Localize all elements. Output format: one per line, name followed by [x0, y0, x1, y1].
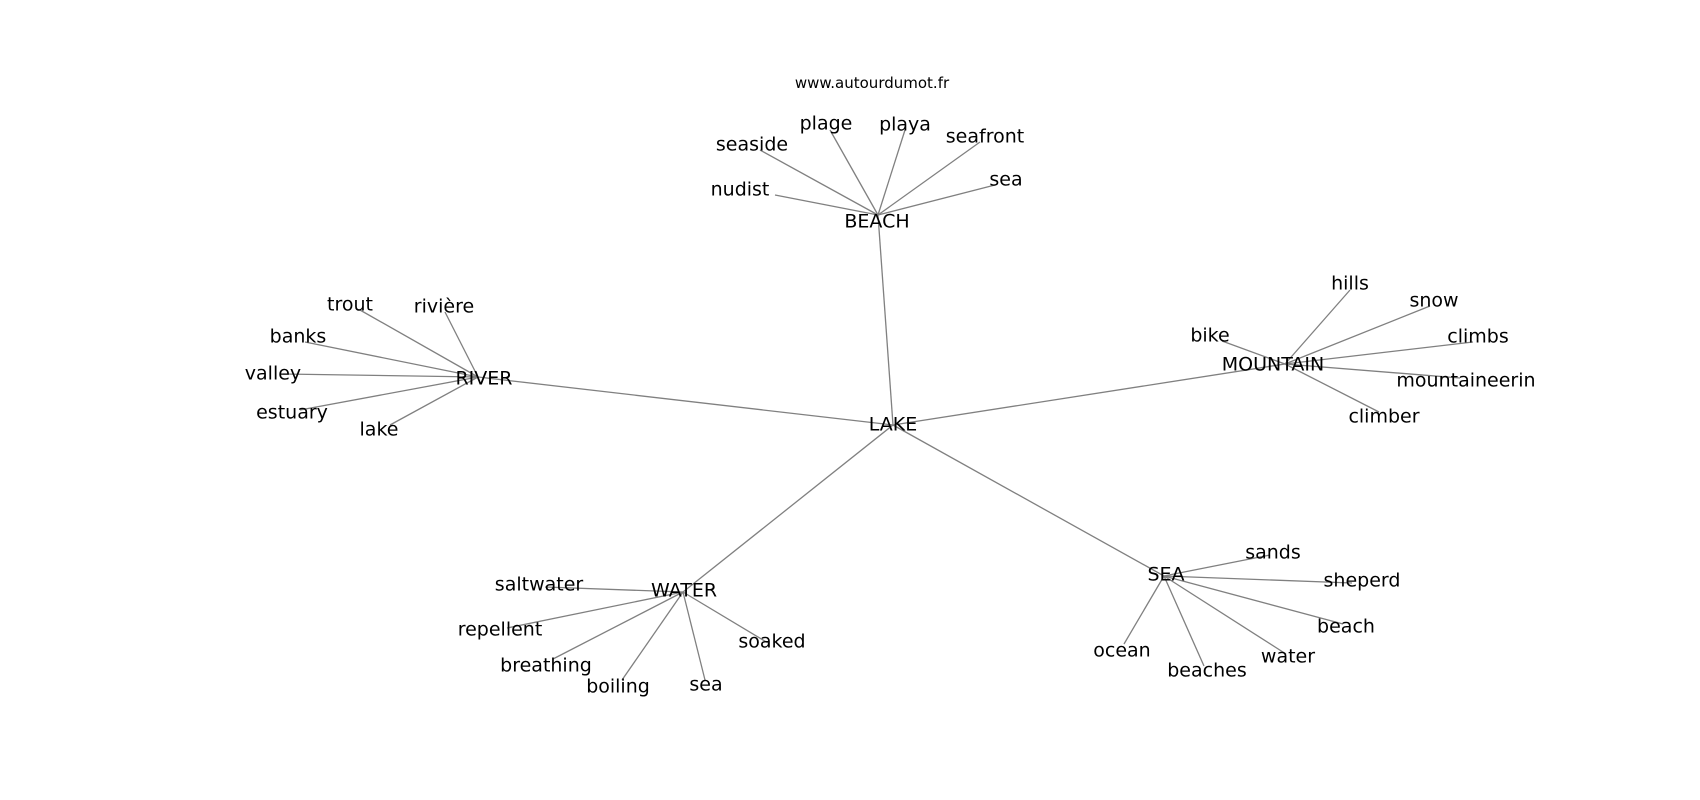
edge-sea-beaches	[1163, 575, 1205, 667]
edge-river-trout	[359, 309, 479, 378]
leaf-node-sea-beaches: beaches	[1167, 660, 1246, 682]
edge-river-estuary	[299, 376, 479, 411]
edge-sea-sands	[1163, 554, 1271, 577]
edge-center-river	[477, 376, 894, 426]
edge-center-mountain	[892, 363, 1286, 426]
edge-sea-water	[1163, 575, 1287, 655]
leaf-node-mountain-hills: hills	[1331, 273, 1369, 295]
leaf-node-mountain-snow: snow	[1409, 290, 1458, 312]
edge-river-banks	[304, 341, 479, 378]
edge-center-beach	[877, 214, 894, 426]
leaf-node-beach-nudist: nudist	[711, 179, 770, 201]
edge-beach-nudist	[774, 194, 879, 216]
node-layer: LAKE BEACH nudist seaside plage playa seafront…	[245, 113, 1536, 698]
edge-river-lake	[389, 376, 479, 426]
leaf-node-beach-playa: playa	[879, 114, 931, 136]
leaf-node-water-boiling: boiling	[586, 676, 650, 698]
leaf-node-sea-beach: beach	[1317, 616, 1375, 638]
leaf-node-river-lake: lake	[360, 419, 399, 441]
leaf-node-water-saltwater: saltwater	[495, 574, 584, 596]
leaf-node-river-estuary: estuary	[256, 402, 328, 424]
edge-river-riviere	[444, 311, 479, 378]
edge-center-water	[682, 424, 894, 593]
leaf-node-mountain-bike: bike	[1190, 325, 1229, 347]
edge-beach-seaside	[759, 149, 879, 216]
leaf-node-sea-sands: sands	[1245, 542, 1301, 564]
leaf-node-river-valley: valley	[245, 363, 301, 385]
leaf-node-beach-seaside: seaside	[716, 134, 788, 156]
edge-beach-seafront	[877, 141, 981, 216]
leaf-node-beach-seafront: seafront	[946, 126, 1024, 148]
edge-river-valley	[282, 373, 479, 378]
edge-mountain-hills	[1284, 289, 1351, 365]
edge-center-sea	[892, 424, 1165, 577]
hub-node-river: RIVER	[455, 368, 512, 390]
leaf-node-beach-sea: sea	[989, 169, 1022, 191]
hub-node-sea: SEA	[1147, 564, 1184, 586]
edge-water-soaked	[682, 591, 769, 644]
edge-layer	[282, 129, 1474, 681]
leaf-node-water-soaked: soaked	[738, 631, 805, 653]
edge-water-breathing	[552, 591, 684, 660]
leaf-node-sea-sheperd: sheperd	[1324, 570, 1401, 592]
leaf-node-water-sea: sea	[689, 674, 722, 696]
edge-beach-plage	[829, 129, 879, 216]
hub-node-beach: BEACH	[844, 211, 909, 233]
edge-water-saltwater	[544, 586, 684, 593]
edge-mountain-snow	[1284, 305, 1431, 365]
leaf-node-sea-ocean: ocean	[1093, 640, 1150, 662]
leaf-node-river-riviere: rivière	[414, 296, 474, 318]
edge-mountain-climber	[1284, 363, 1380, 413]
edge-beach-sea	[877, 184, 996, 216]
edge-water-repellent	[506, 591, 684, 629]
leaf-node-river-trout: trout	[327, 294, 373, 316]
center-node-lake: LAKE	[869, 414, 917, 436]
edge-sea-beach	[1163, 575, 1344, 625]
leaf-node-beach-plage: plage	[800, 113, 853, 135]
leaf-node-river-banks: banks	[270, 326, 327, 348]
source-watermark: www.autourdumot.fr	[795, 74, 950, 92]
edge-sea-ocean	[1123, 575, 1165, 645]
edge-water-sea	[682, 591, 706, 681]
edge-water-boiling	[621, 591, 684, 681]
edge-sea-sheperd	[1163, 575, 1353, 584]
edge-mountain-bike	[1221, 340, 1286, 365]
leaf-node-sea-water: water	[1261, 646, 1315, 668]
edge-mountain-climbs	[1284, 341, 1474, 365]
edge-beach-playa	[877, 129, 906, 216]
leaf-node-mountain-climbs: climbs	[1447, 326, 1508, 348]
hub-node-mountain: MOUNTAIN	[1222, 354, 1324, 376]
leaf-node-mountain-mountaineerin: mountaineerin	[1396, 370, 1535, 392]
leaf-node-mountain-climber: climber	[1348, 406, 1419, 428]
leaf-node-water-repellent: repellent	[458, 619, 543, 641]
edge-mountain-mountaineerin	[1284, 363, 1461, 379]
leaf-node-water-breathing: breathing	[500, 655, 592, 677]
hub-node-water: WATER	[651, 580, 717, 602]
